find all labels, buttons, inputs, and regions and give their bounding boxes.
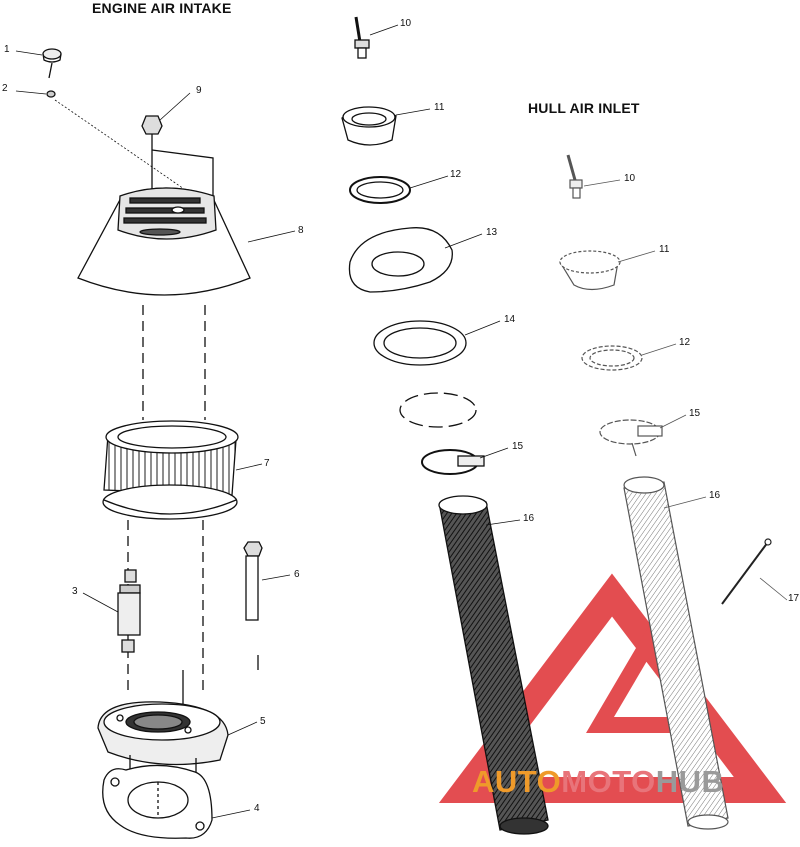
part-10-bolt-right — [566, 154, 583, 199]
engine-air-intake-group — [15, 48, 296, 839]
callout-8: 8 — [298, 225, 304, 236]
part-7-filter — [102, 420, 239, 520]
part-5-base — [97, 701, 229, 786]
part-10-bolt-left — [354, 16, 370, 59]
hull-left-group — [341, 16, 549, 835]
part-9-nut — [141, 115, 163, 150]
part-2-washer — [46, 90, 56, 98]
hull-air-inlet-title: HULL AIR INLET — [528, 100, 640, 116]
watermark-hub: HUB — [655, 764, 725, 799]
callout-17: 17 — [788, 593, 800, 604]
callout-2: 2 — [2, 83, 8, 94]
part-1-cap — [42, 48, 62, 79]
part-15-clamp-right — [599, 419, 663, 457]
part-8-cover — [77, 187, 251, 296]
callout-4: 4 — [254, 803, 260, 814]
callout-11-left: 11 — [434, 102, 445, 113]
callout-7: 7 — [264, 458, 270, 469]
callout-16-right: 16 — [709, 490, 721, 501]
callout-3: 3 — [72, 586, 78, 597]
part-11-flange-left — [341, 106, 397, 146]
part-14-gasket — [373, 320, 467, 366]
callout-16-left: 16 — [523, 513, 535, 524]
callout-15-left: 15 — [512, 441, 524, 452]
watermark-moto: MOTO — [561, 764, 656, 799]
callout-6: 6 — [294, 569, 300, 580]
watermark-text: AUTOMOTOHUB — [472, 764, 724, 800]
part-13-plate — [348, 227, 453, 293]
part-16-hose-dark — [438, 495, 549, 835]
callout-12-right: 12 — [679, 337, 691, 348]
part-17-strap — [721, 538, 772, 605]
hull-right-group — [559, 154, 788, 830]
part-15-clamp-left — [421, 449, 485, 475]
watermark-auto: AUTO — [472, 764, 562, 799]
part-4-gasket — [102, 764, 213, 839]
part-3-fitting — [117, 569, 141, 653]
part-11-flange-right — [559, 250, 621, 291]
callout-10-left: 10 — [400, 18, 412, 29]
callout-5: 5 — [260, 716, 266, 727]
part-6-bolt — [243, 541, 263, 670]
part-16-hose-light — [623, 476, 729, 830]
callout-14: 14 — [504, 314, 516, 325]
callout-11-right: 11 — [659, 244, 670, 255]
callout-12-left: 12 — [450, 169, 462, 180]
callout-9: 9 — [196, 85, 202, 96]
callout-13: 13 — [486, 227, 498, 238]
callout-15-right: 15 — [689, 408, 701, 419]
engine-air-intake-title: ENGINE AIR INTAKE — [92, 0, 232, 16]
callout-1: 1 — [4, 44, 10, 55]
callout-10-right: 10 — [624, 173, 636, 184]
